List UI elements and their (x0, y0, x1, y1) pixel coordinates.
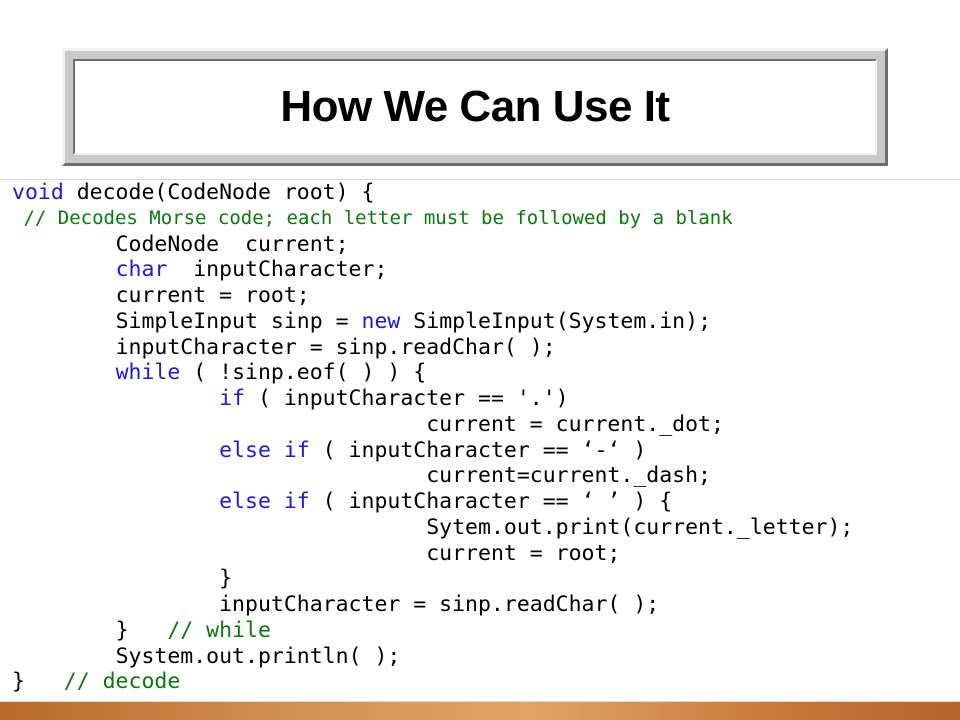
code-indent (12, 438, 219, 463)
code-box: void decode(CodeNode root) { // Decodes … (0, 179, 960, 702)
code-indent (12, 207, 23, 229)
code-line: SimpleInput sinp = new SimpleInput(Syste… (12, 309, 960, 335)
slide-title: How We Can Use It (280, 82, 670, 131)
code-comment: // while (167, 617, 271, 643)
code-keyword: void (12, 180, 64, 205)
code-indent (12, 232, 116, 257)
code-indent (12, 257, 116, 282)
code-line: inputCharacter = sinp.readChar( ); (12, 335, 960, 361)
code-indent (12, 283, 116, 308)
code-comment: // Decodes Morse code; each letter must … (23, 206, 733, 229)
code-indent (12, 592, 219, 617)
code-indent (12, 463, 426, 488)
code-indent (12, 412, 426, 437)
code-text: } (219, 566, 233, 592)
code-text: current=current._dash; (426, 463, 711, 489)
code-keyword: char (115, 257, 168, 283)
code-line: Sytem.out.print(current._letter); (12, 515, 960, 541)
code-text: } (115, 617, 168, 643)
code-text: System.out.println( ); (115, 643, 401, 669)
code-line: } (12, 566, 960, 592)
code-line: current=current._dash; (12, 463, 960, 489)
code-line: if ( inputCharacter == '.') (12, 386, 960, 412)
code-keyword: else if (219, 489, 310, 514)
code-keyword: if (219, 386, 245, 411)
code-line: CodeNode current; (12, 232, 960, 258)
code-text: inputCharacter = sinp.readChar( ); (115, 334, 556, 360)
code-text: inputCharacter = sinp.readChar( ); (219, 592, 660, 617)
code-indent (12, 386, 219, 411)
code-indent (12, 335, 116, 360)
code-line: while ( !sinp.eof( ) ) { (12, 360, 960, 386)
code-line: inputCharacter = sinp.readChar( ); (12, 592, 960, 618)
code-listing: void decode(CodeNode root) { // Decodes … (12, 180, 960, 695)
code-line: current = root; (12, 283, 960, 309)
code-line: } // while (12, 618, 960, 644)
title-frame: How We Can Use It (62, 48, 888, 166)
code-text: current = current._dot; (426, 411, 724, 437)
code-indent (12, 566, 219, 591)
footer-decoration (0, 702, 960, 720)
code-indent (12, 360, 116, 385)
code-text: SimpleInput(System.in); (400, 308, 712, 334)
code-line: current = root; (12, 541, 960, 567)
code-keyword: new (361, 308, 401, 334)
code-indent (12, 309, 116, 334)
code-indent (12, 515, 426, 540)
code-text: ( !sinp.eof( ) ) { (180, 360, 427, 386)
code-indent (12, 618, 116, 643)
code-line: System.out.println( ); (12, 644, 960, 670)
code-indent (12, 541, 426, 566)
code-line: char inputCharacter; (12, 257, 960, 283)
code-text: current = root; (426, 540, 621, 566)
code-text: ( inputCharacter == '.') (245, 386, 569, 411)
code-text: ( inputCharacter == ‘-‘ ) (309, 437, 647, 463)
code-indent (12, 644, 116, 669)
code-keyword: while (115, 360, 181, 386)
code-keyword: else if (219, 437, 310, 463)
code-text: Sytem.out.print(current._letter); (426, 514, 854, 540)
code-line: } // decode (12, 669, 960, 695)
code-text: } (12, 669, 64, 695)
code-text: inputCharacter; (167, 257, 388, 283)
code-line: else if ( inputCharacter == ‘ ’ ) { (12, 489, 960, 515)
code-text: decode(CodeNode root) { (63, 180, 375, 205)
code-indent (12, 489, 219, 514)
code-text: CodeNode current; (115, 231, 349, 257)
title-box: How We Can Use It (73, 59, 877, 155)
code-line: // Decodes Morse code; each letter must … (12, 206, 960, 232)
code-text: SimpleInput sinp = (115, 308, 362, 334)
code-line: current = current._dot; (12, 412, 960, 438)
code-line: void decode(CodeNode root) { (12, 180, 960, 206)
code-line: else if ( inputCharacter == ‘-‘ ) (12, 438, 960, 464)
code-comment: // decode (63, 669, 181, 695)
code-text: ( inputCharacter == ‘ ’ ) { (309, 489, 673, 514)
code-text: current = root; (115, 283, 310, 308)
